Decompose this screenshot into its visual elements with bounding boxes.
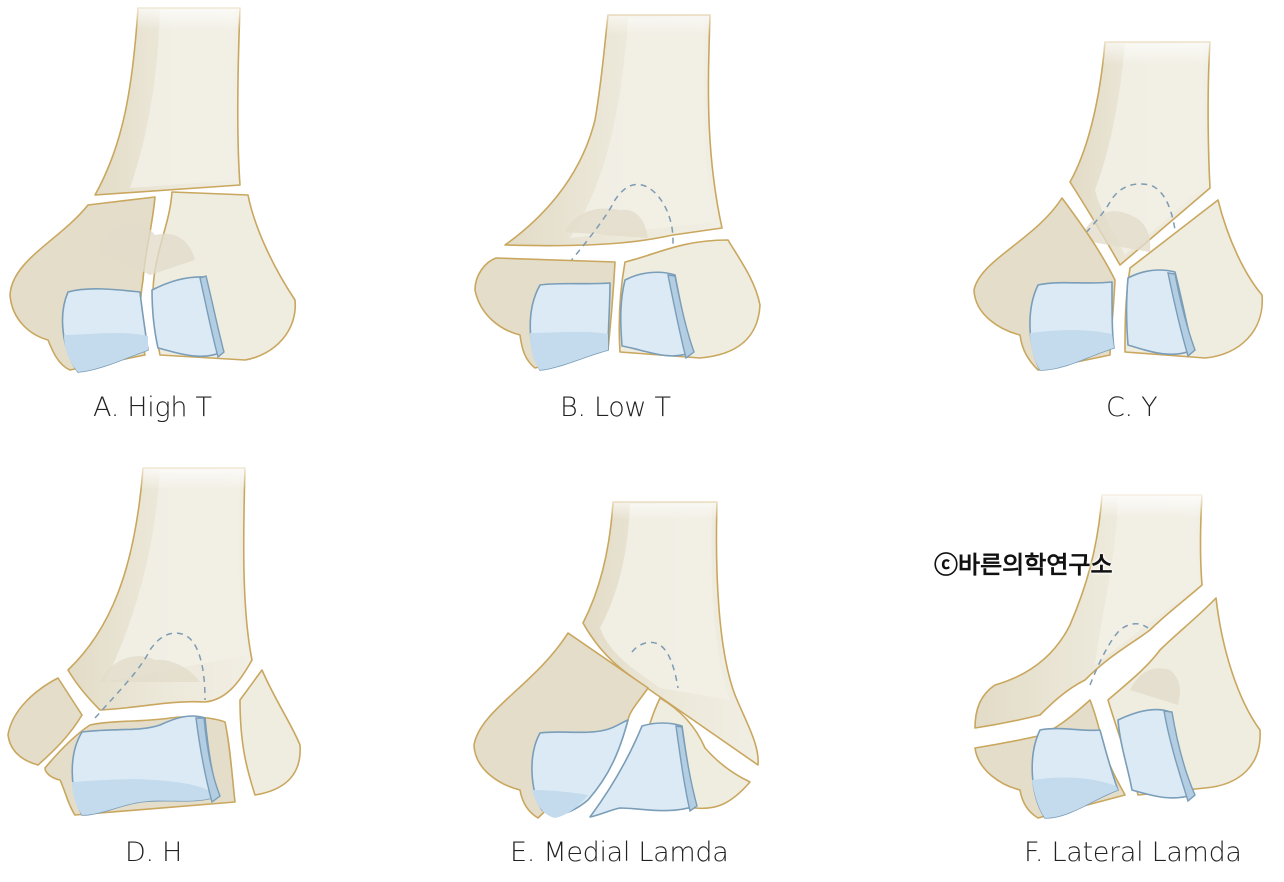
caption-a: A. High T [93,392,212,423]
humerus-lateral-lamda-illustration [974,490,1261,819]
humerus-y-illustration [973,30,1263,371]
caption-e: E. Medial Lamda [510,837,729,868]
humerus-high-t-illustration [9,0,296,373]
panel-a-high-t: A. High T [0,0,320,430]
panel-c-y: C. Y [960,30,1280,430]
copyright-watermark: ⓒ바른의학연구소 [934,551,1113,579]
humerus-medial-lamda-illustration [473,490,759,819]
panel-d-h: D. H [0,460,320,882]
panel-e-medial-lamda: E. Medial Lamda [460,490,780,882]
caption-f: F. Lateral Lamda [1024,837,1242,868]
caption-d: D. H [125,837,183,868]
humerus-low-t-illustration [474,0,761,371]
panel-f-lateral-lamda: F. Lateral Lamda [960,490,1284,882]
caption-c: C. Y [1106,392,1158,423]
caption-b: B. Low T [560,392,671,423]
humerus-h-illustration [7,460,301,816]
panel-b-low-t: B. Low T [460,0,780,430]
